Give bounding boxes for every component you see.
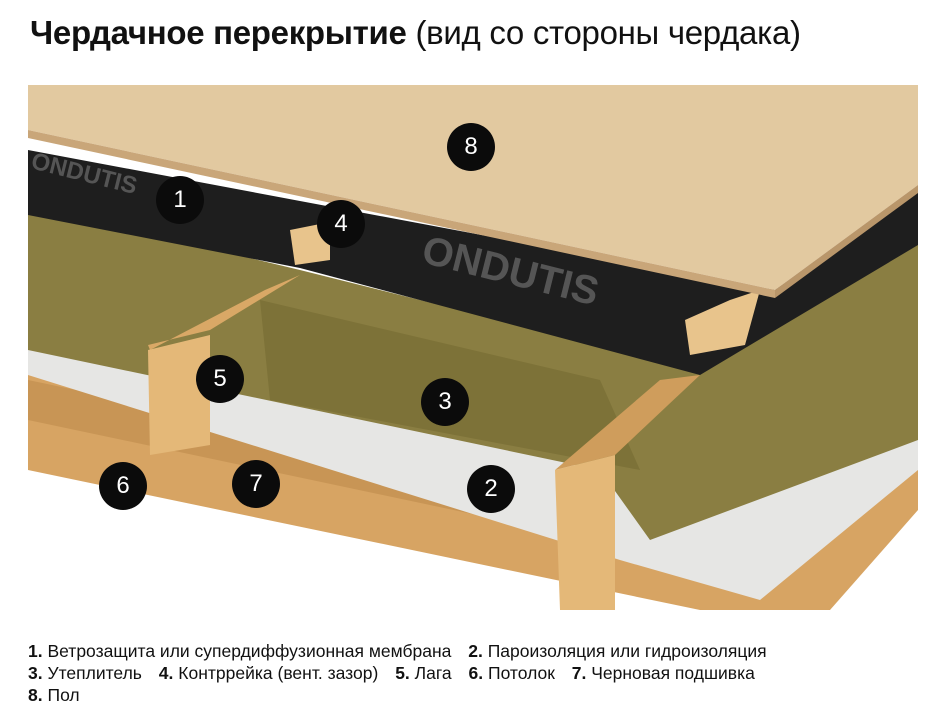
legend-text: Пол <box>47 685 80 705</box>
badge-vapor-barrier: 2 <box>467 465 515 513</box>
legend-text: Потолок <box>487 663 555 683</box>
joist-left <box>148 275 300 350</box>
legend-item: 8. Пол <box>28 685 80 705</box>
legend-text: Лага <box>414 663 452 683</box>
floor-board-edge <box>28 130 775 298</box>
legend-row: 8. Пол <box>28 684 779 706</box>
legend-text: Утеплитель <box>47 663 142 683</box>
floor-board <box>28 85 918 290</box>
badge-counter-batten: 4 <box>317 200 365 248</box>
legend-num: 1. <box>28 641 43 661</box>
floor-board-side <box>775 185 918 298</box>
page-title: Чердачное перекрытие (вид со стороны чер… <box>30 14 801 52</box>
legend-num: 5. <box>395 663 410 683</box>
badge-sheathing: 7 <box>232 460 280 508</box>
legend-text: Пароизоляция или гидроизоляция <box>487 641 767 661</box>
legend-item: 3. Утеплитель <box>28 663 142 683</box>
legend-num: 6. <box>468 663 484 683</box>
floor-illustration: ONDUTIS ONDUTIS <box>28 85 918 610</box>
legend-item: 6. Потолок <box>469 663 555 683</box>
legend-num: 7. <box>571 663 587 683</box>
title-normal: (вид со стороны чердака) <box>415 14 801 51</box>
legend-text: Черновая подшивка <box>591 663 755 683</box>
joist-right <box>555 375 700 470</box>
badge-floor: 8 <box>447 123 495 171</box>
legend-row: 1. Ветрозащита или супердиффузионная мем… <box>28 640 779 662</box>
legend-item: 4. Контррейка (вент. зазор) <box>159 663 379 683</box>
legend-item: 7. Черновая подшивка <box>572 663 755 683</box>
counter-batten-2 <box>685 290 760 355</box>
legend-item: 1. Ветрозащита или супердиффузионная мем… <box>28 641 451 661</box>
title-bold: Чердачное перекрытие <box>30 14 407 51</box>
legend-item: 5. Лага <box>395 663 451 683</box>
joist-left-face <box>148 335 210 455</box>
joist-right-face <box>555 455 615 610</box>
legend-num: 4. <box>158 663 174 683</box>
badge-ceiling: 6 <box>99 462 147 510</box>
badge-membrane: 1 <box>156 176 204 224</box>
badge-insulation: 3 <box>421 378 469 426</box>
badge-joist: 5 <box>196 355 244 403</box>
legend: 1. Ветрозащита или супердиффузионная мем… <box>28 640 779 706</box>
legend-num: 2. <box>468 641 483 661</box>
legend-text: Ветрозащита или супердиффузионная мембра… <box>47 641 452 661</box>
legend-num: 8. <box>28 685 43 705</box>
legend-row: 3. Утеплитель 4. Контррейка (вент. зазор… <box>28 662 779 684</box>
legend-item: 2. Пароизоляция или гидроизоляция <box>468 641 766 661</box>
legend-num: 3. <box>28 663 43 683</box>
legend-text: Контррейка (вент. зазор) <box>178 663 379 683</box>
